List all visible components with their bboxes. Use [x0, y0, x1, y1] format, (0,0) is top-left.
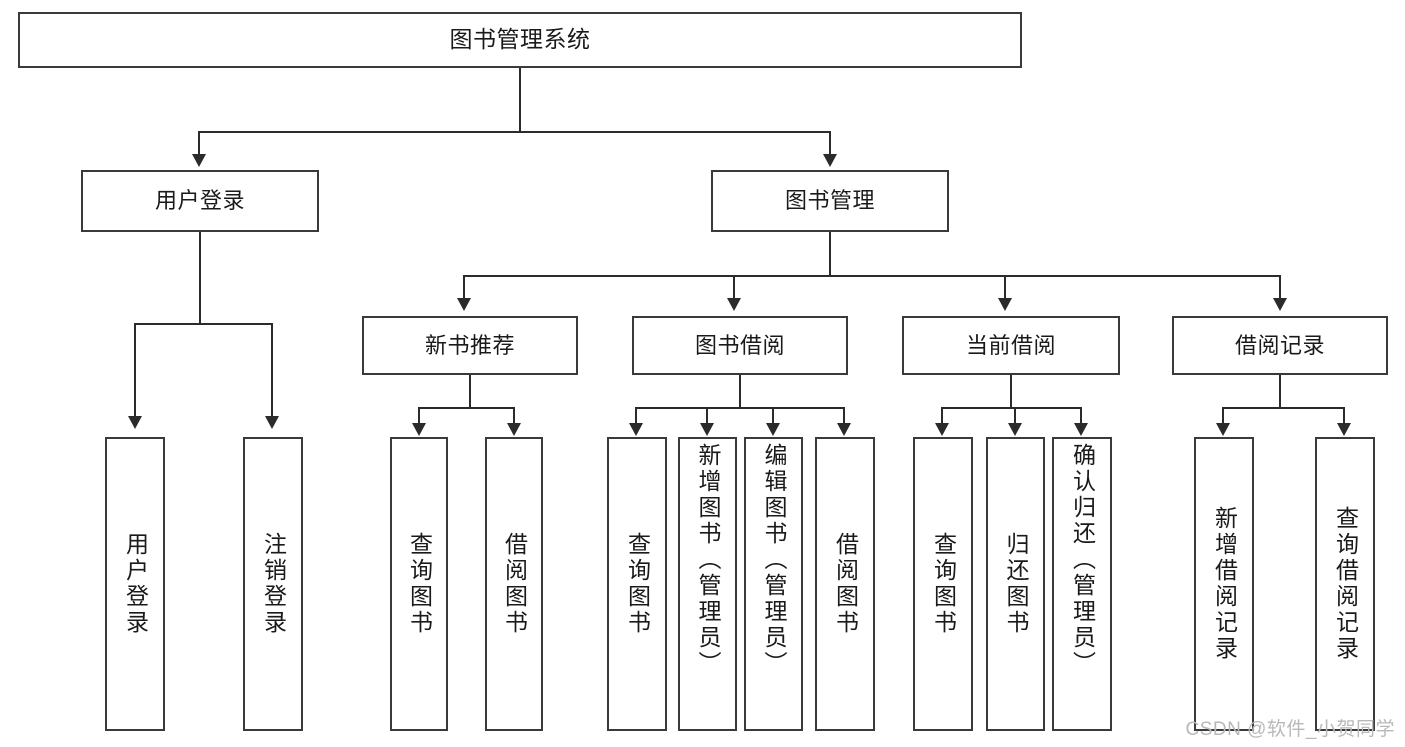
edge-bm-drop-4: [1279, 275, 1281, 300]
node-user-login-label: 用户登录: [154, 188, 245, 214]
leaf-edit-book[interactable]: 编辑图书（管理员）: [744, 437, 803, 731]
edge-br-drop-1: [1222, 407, 1224, 424]
leaf-user-logout-label: 注销登录: [260, 532, 287, 636]
arrow-nbr-leaf-1: [412, 423, 426, 436]
edge-cb-bus: [941, 407, 1082, 409]
arrow-root-to-book-manage: [823, 154, 837, 167]
edge-bm-drop-1: [463, 275, 465, 300]
arrow-nbr-leaf-2: [507, 423, 521, 436]
node-new-book-rec-label: 新书推荐: [424, 332, 515, 358]
edge-bb-stem: [739, 375, 741, 408]
node-book-manage-label: 图书管理: [784, 188, 875, 214]
edge-root-to-user-login: [198, 131, 200, 156]
leaf-user-login-label: 用户登录: [122, 532, 149, 636]
leaf-return-book[interactable]: 归还图书: [986, 437, 1045, 731]
edge-br-drop-2: [1343, 407, 1345, 424]
arrow-bb-leaf-1: [629, 423, 643, 436]
edge-cb-drop-1: [941, 407, 943, 424]
arrow-cb-leaf-2: [1008, 423, 1022, 436]
edge-user-login-drop-2: [271, 323, 273, 417]
edge-nbr-stem: [469, 375, 471, 408]
leaf-add-record[interactable]: 新增借阅记录: [1194, 437, 1254, 731]
leaf-query-book-1-label: 查询图书: [406, 532, 433, 636]
csdn-watermark: CSDN @软件_小贺同学: [1185, 719, 1395, 740]
edge-user-login-drop-1: [134, 323, 136, 417]
leaf-borrow-book-2-label: 借阅图书: [832, 532, 859, 636]
edge-nbr-drop-1: [418, 407, 420, 424]
leaf-user-login[interactable]: 用户登录: [105, 437, 165, 731]
edge-nbr-bus: [418, 407, 514, 409]
arrow-bb-leaf-4: [837, 423, 851, 436]
edge-user-login-bus: [134, 323, 272, 325]
edge-cb-stem: [1010, 375, 1012, 408]
edge-bb-drop-2: [706, 407, 708, 424]
node-book-borrow-label: 图书借阅: [694, 332, 785, 358]
leaf-query-record-label: 查询借阅记录: [1332, 506, 1359, 662]
edge-bm-drop-3: [1004, 275, 1006, 300]
edge-book-manage-bus: [463, 275, 1280, 277]
arrow-br-leaf-1: [1216, 423, 1230, 436]
arrow-root-to-user-login: [192, 154, 206, 167]
leaf-edit-book-label: 编辑图书（管理员）: [761, 443, 787, 677]
leaf-borrow-book-2[interactable]: 借阅图书: [815, 437, 875, 731]
leaf-query-book-2-label: 查询图书: [624, 532, 651, 636]
arrow-cb-leaf-1: [935, 423, 949, 436]
leaf-query-book-1[interactable]: 查询图书: [390, 437, 448, 731]
node-new-book-rec[interactable]: 新书推荐: [362, 316, 578, 375]
edge-bb-drop-3: [772, 407, 774, 424]
arrow-bm-to-borrow-record: [1273, 298, 1287, 311]
arrow-bm-to-current-borrow: [998, 298, 1012, 311]
arrow-cb-leaf-3: [1074, 423, 1088, 436]
leaf-query-record[interactable]: 查询借阅记录: [1315, 437, 1375, 731]
node-book-borrow[interactable]: 图书借阅: [632, 316, 848, 375]
leaf-add-book[interactable]: 新增图书（管理员）: [678, 437, 737, 731]
leaf-confirm-return[interactable]: 确认归还（管理员）: [1052, 437, 1112, 731]
node-root[interactable]: 图书管理系统: [18, 12, 1022, 68]
leaf-borrow-book-1[interactable]: 借阅图书: [485, 437, 543, 731]
leaf-add-record-label: 新增借阅记录: [1211, 506, 1238, 662]
leaf-borrow-book-1-label: 借阅图书: [501, 532, 528, 636]
node-borrow-record-label: 借阅记录: [1234, 332, 1325, 358]
edge-bb-bus: [635, 407, 845, 409]
node-root-label: 图书管理系统: [449, 26, 591, 53]
arrow-user-login-leaf-2: [265, 416, 279, 429]
edge-bm-drop-2: [733, 275, 735, 300]
leaf-query-book-3-label: 查询图书: [930, 532, 957, 636]
node-book-manage[interactable]: 图书管理: [711, 170, 949, 232]
node-current-borrow[interactable]: 当前借阅: [902, 316, 1120, 375]
node-current-borrow-label: 当前借阅: [965, 332, 1056, 358]
arrow-br-leaf-2: [1337, 423, 1351, 436]
edge-bb-drop-1: [635, 407, 637, 424]
edge-br-bus: [1222, 407, 1344, 409]
leaf-confirm-return-label: 确认归还（管理员）: [1069, 443, 1096, 677]
node-user-login[interactable]: 用户登录: [81, 170, 319, 232]
edge-root-to-book-manage: [829, 131, 831, 156]
arrow-bm-to-book-borrow: [727, 298, 741, 311]
edge-bb-drop-4: [843, 407, 845, 424]
edge-book-manage-stem: [829, 232, 831, 276]
leaf-return-book-label: 归还图书: [1003, 532, 1029, 636]
edge-root-stem: [519, 68, 521, 132]
edge-user-login-stem: [199, 232, 201, 324]
edge-root-bus: [198, 131, 831, 133]
arrow-bb-leaf-2: [700, 423, 714, 436]
edge-br-stem: [1279, 375, 1281, 408]
arrow-bm-to-new-book-rec: [457, 298, 471, 311]
arrow-bb-leaf-3: [766, 423, 780, 436]
leaf-query-book-3[interactable]: 查询图书: [913, 437, 973, 731]
node-borrow-record[interactable]: 借阅记录: [1172, 316, 1388, 375]
leaf-user-logout[interactable]: 注销登录: [243, 437, 303, 731]
leaf-add-book-label: 新增图书（管理员）: [695, 443, 721, 677]
edge-cb-drop-3: [1080, 407, 1082, 424]
edge-nbr-drop-2: [513, 407, 515, 424]
arrow-user-login-leaf-1: [128, 416, 142, 429]
edge-cb-drop-2: [1014, 407, 1016, 424]
leaf-query-book-2[interactable]: 查询图书: [607, 437, 667, 731]
